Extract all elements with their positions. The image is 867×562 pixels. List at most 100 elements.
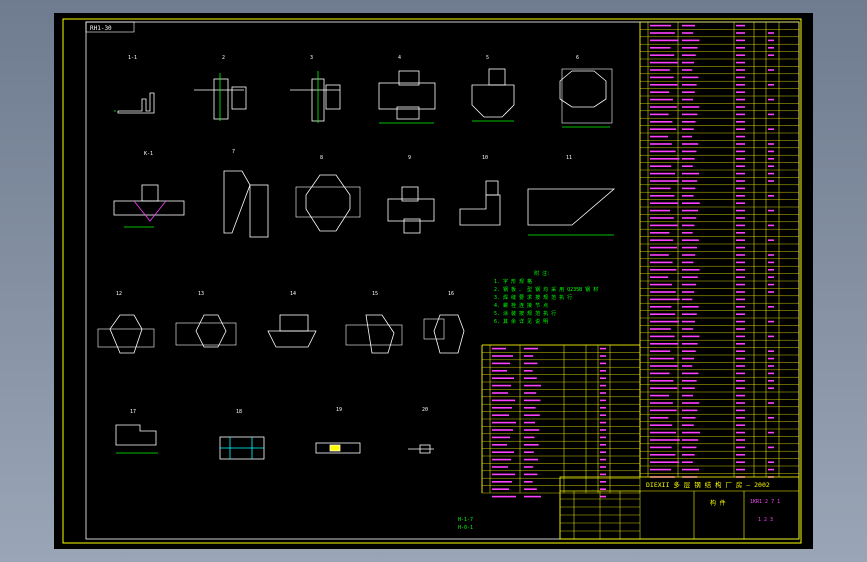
table-cell-glyph bbox=[682, 365, 693, 367]
table-cell-glyph bbox=[768, 276, 774, 278]
table-cell-glyph bbox=[682, 172, 699, 175]
table-cell-glyph bbox=[492, 370, 507, 372]
detail-label: 8 bbox=[320, 155, 323, 161]
table-cell-glyph bbox=[650, 246, 677, 249]
table-cell-glyph bbox=[650, 343, 679, 345]
table-cell-glyph bbox=[492, 355, 513, 357]
table-cell-glyph bbox=[768, 291, 774, 293]
cad-drawing-viewport[interactable]: RH1-30 bbox=[54, 13, 813, 549]
table-cell-glyph bbox=[682, 135, 692, 138]
table-cell-glyph bbox=[682, 246, 697, 249]
detail-label: 17 bbox=[130, 409, 136, 415]
table-cell-glyph bbox=[650, 417, 669, 419]
table-cell-glyph bbox=[768, 461, 774, 463]
table-cell-glyph bbox=[736, 187, 745, 190]
table-cell-glyph bbox=[524, 384, 541, 387]
table-cell-glyph bbox=[768, 39, 774, 42]
table-cell-glyph bbox=[736, 439, 745, 441]
detail-label: 18 bbox=[236, 409, 242, 415]
table-cell-glyph bbox=[524, 421, 535, 424]
table-cell-glyph bbox=[650, 239, 674, 241]
table-cell-glyph bbox=[682, 439, 699, 441]
detail-17 bbox=[423, 314, 465, 354]
table-cell-glyph bbox=[682, 306, 699, 308]
detail-7 bbox=[113, 184, 185, 228]
table-cell-glyph bbox=[650, 291, 676, 293]
detail-label: 4 bbox=[398, 55, 401, 61]
detail-9 bbox=[295, 174, 361, 232]
table-cell-glyph bbox=[650, 439, 680, 441]
table-cell-glyph bbox=[650, 165, 672, 167]
table-cell-glyph bbox=[736, 106, 745, 108]
table-cell-glyph bbox=[682, 402, 700, 404]
note-line: 4. 螺 栓 连 接 节 点 bbox=[494, 302, 548, 309]
table-cell-glyph bbox=[524, 488, 537, 490]
table-cell-glyph bbox=[650, 283, 672, 286]
table-cell-glyph bbox=[650, 402, 673, 404]
table-cell-glyph bbox=[682, 269, 700, 271]
table-cell-glyph bbox=[650, 468, 671, 471]
detail-14 bbox=[175, 314, 237, 348]
table-cell-glyph bbox=[600, 362, 606, 365]
table-cell-glyph bbox=[736, 313, 745, 315]
table-cell-glyph bbox=[650, 409, 677, 412]
table-cell-glyph bbox=[682, 217, 697, 219]
table-cell-glyph bbox=[736, 69, 745, 71]
table-cell-glyph bbox=[736, 276, 745, 278]
table-cell-glyph bbox=[736, 357, 745, 360]
table-cell-glyph bbox=[600, 458, 606, 461]
detail-label: 12 bbox=[116, 291, 122, 297]
table-cell-glyph bbox=[736, 417, 745, 419]
detail-K bbox=[408, 444, 434, 454]
table-cell-glyph bbox=[650, 187, 671, 190]
frame-tag: RH1-30 bbox=[90, 25, 112, 32]
table-cell-glyph bbox=[682, 165, 693, 167]
project-title: DIEXII 多 层 钢 结 构 厂 房 — 2002 bbox=[646, 480, 770, 489]
table-cell-glyph bbox=[682, 424, 694, 426]
detail-18 bbox=[115, 424, 158, 454]
table-cell-glyph bbox=[650, 380, 674, 382]
table-cell-glyph bbox=[736, 409, 745, 412]
table-cell-glyph bbox=[768, 180, 774, 182]
table-cell-glyph bbox=[650, 24, 671, 27]
table-cell-glyph bbox=[768, 113, 774, 116]
detail-label: 3 bbox=[310, 55, 313, 61]
table-cell-glyph bbox=[600, 377, 606, 379]
table-cell-glyph bbox=[736, 76, 745, 79]
table-cell-glyph bbox=[650, 32, 675, 34]
table-cell-glyph bbox=[650, 217, 674, 219]
note-line: 2. 钢 板 、 型 钢 均 采 用 Q235B 钢 材 bbox=[494, 286, 598, 293]
table-cell-glyph bbox=[682, 69, 693, 71]
detail-label: 14 bbox=[290, 291, 296, 297]
table-cell-glyph bbox=[768, 261, 774, 264]
detail-12 bbox=[527, 188, 616, 236]
stamp-line: H-1-7 bbox=[458, 517, 473, 523]
table-cell-glyph bbox=[736, 254, 745, 256]
table-cell-glyph bbox=[650, 180, 679, 182]
table-cell-glyph bbox=[524, 407, 536, 409]
table-cell-glyph bbox=[650, 461, 680, 463]
table-cell-glyph bbox=[492, 495, 516, 498]
table-cell-glyph bbox=[650, 454, 676, 456]
table-cell-glyph bbox=[650, 224, 678, 227]
title-block: DIEXII 多 层 钢 结 构 厂 房 — 2002 构 件 1KR1 2 7… bbox=[559, 476, 800, 540]
table-cell-glyph bbox=[492, 451, 514, 453]
table-cell-glyph bbox=[650, 350, 671, 352]
table-cell-glyph bbox=[492, 414, 509, 416]
table-cell-glyph bbox=[736, 269, 745, 271]
table-cell-glyph bbox=[736, 306, 745, 308]
table-cell-glyph bbox=[492, 384, 511, 387]
table-cell-glyph bbox=[736, 328, 745, 330]
table-cell-glyph bbox=[736, 298, 745, 301]
table-cell-glyph bbox=[736, 150, 745, 153]
table-cell-glyph bbox=[650, 232, 670, 234]
detail-16 bbox=[345, 314, 403, 354]
table-cell-glyph bbox=[768, 320, 774, 323]
cad-drawing: RH1-30 bbox=[62, 18, 802, 544]
table-cell-glyph bbox=[600, 355, 606, 357]
table-cell-glyph bbox=[682, 32, 694, 34]
table-cell-glyph bbox=[600, 481, 606, 483]
table-cell-glyph bbox=[492, 421, 516, 424]
table-cell-glyph bbox=[492, 407, 512, 409]
table-cell-glyph bbox=[682, 54, 696, 56]
